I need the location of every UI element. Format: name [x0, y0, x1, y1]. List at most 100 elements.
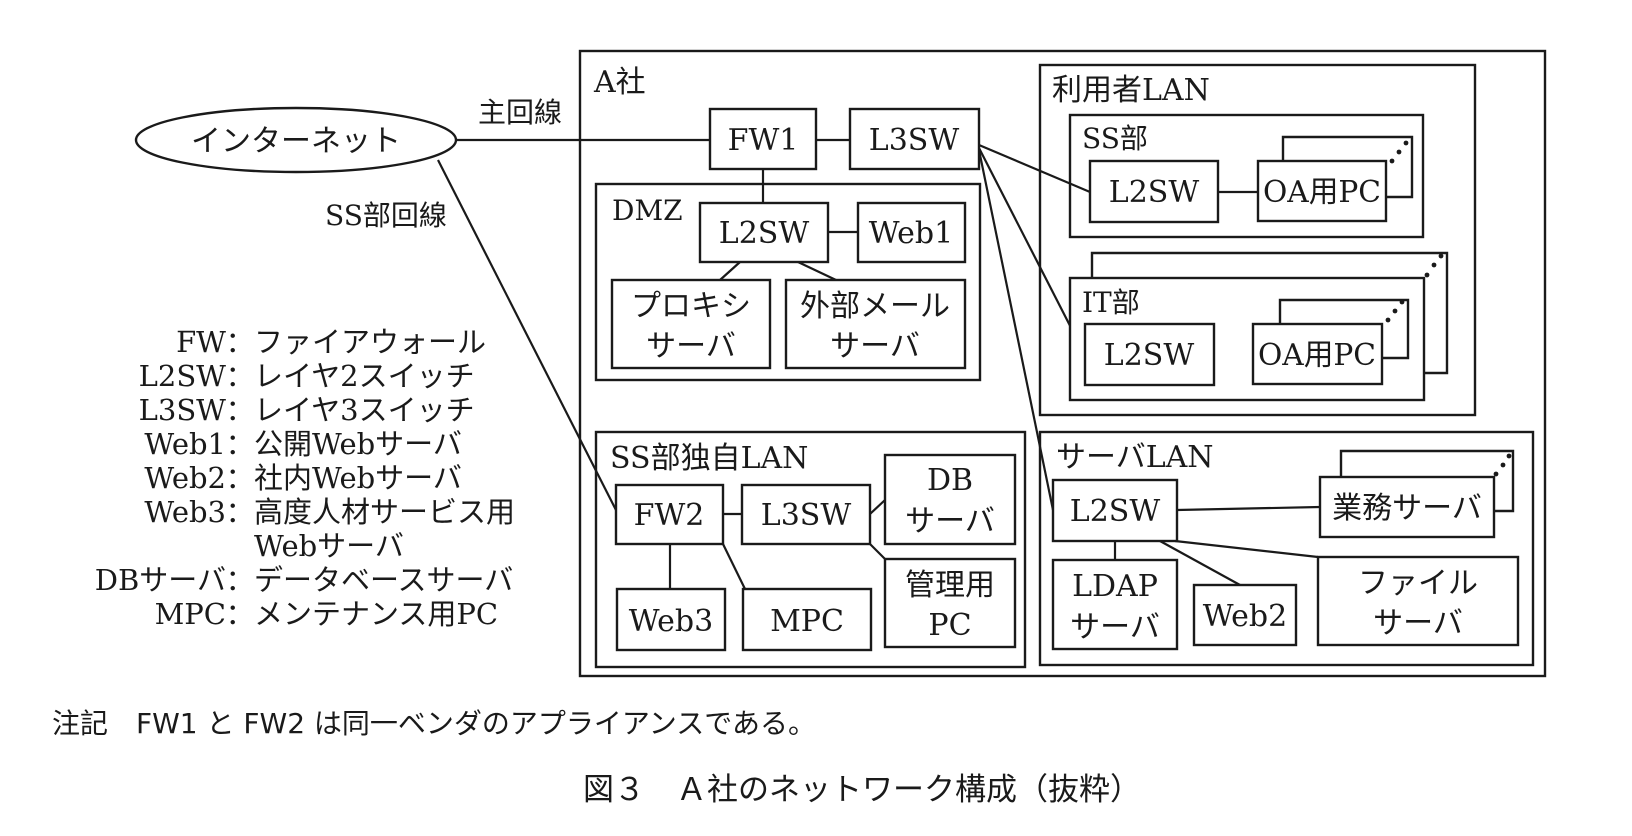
figure-note: 注記 FW1 と FW2 は同一ベンダのアプライアンスである。 [52, 707, 816, 740]
legend-description: レイヤ3スイッチ [254, 393, 475, 427]
legend-term: Web2 [144, 461, 226, 495]
ss-l3sw-node [740, 483, 872, 546]
web3-label: Web3 [629, 604, 713, 639]
admin-pc-node [883, 557, 1017, 649]
stack-dot [1500, 462, 1506, 468]
proxy-label-line1: プロキシ [631, 289, 751, 324]
company-a-boundary [578, 49, 1547, 678]
file-label-line2: サーバ [1373, 606, 1463, 641]
stack-dot [1424, 272, 1430, 278]
mail-label-line2: サーバ [830, 329, 920, 364]
legend-description: 高度人材サービス用 [254, 495, 515, 529]
l3sw-it-l2sw-link [978, 147, 1086, 356]
ss-own-lan-zone [594, 430, 1027, 669]
server-l2sw-label: L2SW [1070, 494, 1161, 529]
legend-description: レイヤ2スイッチ [254, 359, 475, 393]
it-dept-stack-back [1090, 251, 1449, 375]
ss-l3sw-label: L3SW [761, 498, 852, 533]
mpc-node [741, 587, 873, 652]
db-server-node [883, 453, 1017, 546]
db-label-line1: DB [927, 463, 973, 498]
figure-caption: 図３ Ａ社のネットワーク構成（抜粋） [583, 772, 1141, 808]
legend-description: Webサーバ [254, 529, 404, 563]
ss-l2sw-label: L2SW [1109, 175, 1200, 210]
legend-description: 公開Webサーバ [254, 427, 462, 461]
fw1-node [708, 107, 818, 171]
web1-node [856, 201, 967, 264]
dmz-l2sw-proxy-link [719, 261, 741, 281]
legend-term: Web3 [144, 495, 226, 529]
l3sw-ss-l2sw-link [978, 143, 1091, 194]
ss-dept-label: SS部 [1082, 122, 1148, 155]
biz-server-node [1318, 475, 1496, 539]
ss-dept-zone [1068, 113, 1425, 239]
stack-dot [1385, 317, 1391, 323]
file-server-node [1316, 555, 1520, 647]
ss-line-link [437, 159, 619, 515]
internet-label: インターネット [191, 124, 401, 159]
stack-dot [1403, 140, 1409, 146]
dmz-l2sw-node [698, 201, 830, 264]
legend-description: メンテナンス用PC [254, 597, 498, 631]
web1-label: Web1 [869, 216, 953, 251]
it-dept-label: IT部 [1082, 286, 1140, 319]
legend-separator: ： [225, 495, 254, 529]
main-line-label: 主回線 [478, 96, 562, 129]
biz-server-stack-back [1339, 449, 1515, 513]
legend-term: Web1 [144, 427, 226, 461]
it-oa-pc-label: OA用PC [1258, 338, 1376, 373]
stack-dot [1392, 308, 1398, 314]
ss-pc-stack-back [1281, 135, 1414, 199]
web3-node [615, 587, 727, 652]
legend-separator: ： [225, 325, 254, 359]
proxy-label-line2: サーバ [646, 329, 736, 364]
legend-term: L2SW [139, 359, 227, 393]
server-l2sw-node [1051, 478, 1179, 543]
ss-own-lan-label: SS部独自LAN [610, 441, 808, 476]
legend-term: L3SW [139, 393, 227, 427]
dmz-zone [594, 182, 982, 382]
server-lan-label: サーバLAN [1056, 440, 1214, 475]
fw2-node [614, 483, 725, 546]
ss-oa-pc-node [1256, 159, 1388, 223]
file-label-line1: ファイル [1358, 566, 1478, 601]
server-lan-zone [1038, 430, 1535, 667]
legend-separator: ： [225, 461, 254, 495]
dmz-l2sw-label: L2SW [719, 216, 810, 251]
ldap-server-node [1051, 558, 1179, 651]
dmz-label: DMZ [612, 194, 683, 227]
db-label-line2: サーバ [905, 504, 995, 539]
ldap-label-line2: サーバ [1070, 610, 1160, 645]
biz-server-label: 業務サーバ [1332, 491, 1482, 526]
it-oa-pc-node [1251, 322, 1384, 386]
internet-cloud [134, 106, 458, 174]
server-l2sw-file-link [1174, 539, 1319, 559]
server-l2sw-web2-link [1159, 540, 1241, 586]
stack-dot [1438, 253, 1444, 259]
user-lan-zone [1038, 63, 1477, 417]
legend-description: ファイアウォール [254, 325, 486, 359]
fw2-mpc-link [722, 543, 746, 590]
proxy-server-node [610, 278, 772, 370]
it-pc-stack-back [1278, 298, 1410, 360]
legend-term: DBサーバ [95, 563, 226, 597]
legend-description: 社内Webサーバ [254, 461, 462, 495]
stack-dot [1431, 262, 1437, 268]
ss-l2sw-node [1088, 159, 1220, 224]
stack-dot [1399, 299, 1405, 305]
fw1-label: FW1 [728, 123, 799, 158]
legend-separator: ： [225, 359, 254, 393]
it-l2sw-label: L2SW [1104, 338, 1195, 373]
web2-label: Web2 [1203, 599, 1287, 634]
company-a-label: A社 [593, 65, 646, 100]
legend-separator: ： [225, 597, 254, 631]
l3sw-db-link [869, 499, 886, 515]
fw2-label: FW2 [634, 498, 705, 533]
legend-separator: ： [225, 393, 254, 427]
admin-pc-label-line1: 管理用 [905, 568, 995, 603]
server-l2sw-biz-link [1176, 505, 1321, 512]
admin-pc-label-line2: PC [928, 608, 971, 643]
mail-label-line1: 外部メール [800, 289, 950, 324]
l3sw-label: L3SW [869, 123, 960, 158]
dmz-l2sw-mail-link [797, 261, 837, 281]
